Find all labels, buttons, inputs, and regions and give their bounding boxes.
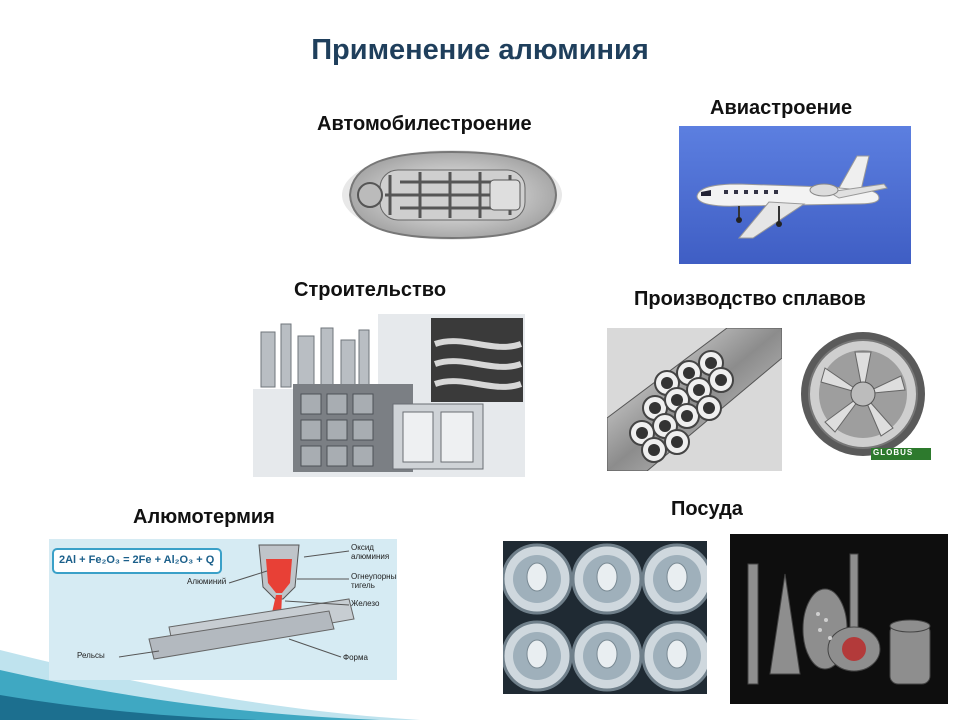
pipes-image — [607, 328, 782, 471]
wheel-image: GLOBUS — [795, 328, 935, 463]
label-oxide-2: алюминия — [351, 552, 390, 561]
caption-aviation: Авиастроение — [710, 97, 853, 119]
label-crucible-2: тигель — [351, 581, 375, 590]
decorative-swoosh — [0, 650, 420, 720]
aluminothermy-diagram: 2Al + Fe₂O₃ = 2Fe + Al₂O₃ + Q Оксид алюм… — [49, 539, 397, 680]
cans-image — [503, 541, 707, 694]
label-form: Форма — [343, 653, 368, 662]
label-aluminum: Алюминий — [187, 577, 227, 586]
caption-dishes: Посуда — [671, 498, 743, 520]
label-iron: Железо — [351, 599, 380, 608]
car-image — [340, 140, 565, 245]
slide-title: Применение алюминия — [311, 34, 649, 66]
caption-construction: Строительство — [294, 279, 447, 301]
caption-alloys: Производство сплавов — [634, 288, 866, 310]
airplane-image — [679, 126, 911, 264]
watermark-text: GLOBUS — [873, 448, 914, 457]
construction-profiles-image — [253, 314, 525, 477]
kitchenware-image — [730, 534, 948, 704]
thermite-equation: 2Al + Fe₂O₃ = 2Fe + Al₂O₃ + Q — [59, 554, 215, 566]
label-crucible-1: Огнеупорный — [351, 572, 397, 581]
caption-auto: Автомобилестроение — [317, 113, 532, 135]
label-rails: Рельсы — [77, 651, 105, 660]
caption-thermite: Алюмотермия — [133, 506, 275, 528]
label-oxide-1: Оксид — [351, 543, 374, 552]
